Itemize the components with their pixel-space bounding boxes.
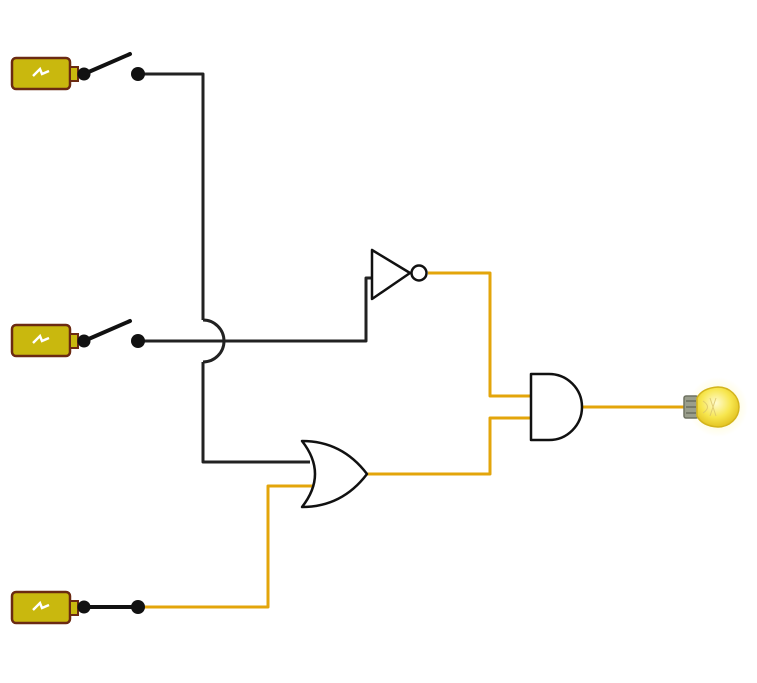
wire-input-3-to-or bbox=[138, 484, 313, 609]
input-switch-1[interactable] bbox=[10, 52, 145, 91]
wire-or-to-and bbox=[367, 416, 531, 476]
wire-not-to-and bbox=[428, 271, 531, 398]
input-switch-3[interactable] bbox=[10, 590, 145, 625]
switch-lever-open[interactable] bbox=[82, 319, 132, 343]
wires-powered bbox=[138, 271, 688, 609]
wire-input-1-to-or bbox=[138, 72, 310, 464]
battery-icon bbox=[10, 323, 79, 358]
or-gate[interactable] bbox=[300, 439, 369, 509]
light-bulb-icon bbox=[683, 377, 748, 437]
battery-icon bbox=[10, 56, 79, 91]
and-gate[interactable] bbox=[529, 372, 584, 442]
not-gate[interactable] bbox=[370, 248, 428, 301]
wire-input-2-to-not bbox=[138, 276, 372, 343]
battery-icon bbox=[10, 590, 79, 625]
input-switch-2[interactable] bbox=[10, 319, 145, 358]
wires-unpowered bbox=[138, 72, 372, 464]
switch-lever-open[interactable] bbox=[82, 52, 132, 76]
